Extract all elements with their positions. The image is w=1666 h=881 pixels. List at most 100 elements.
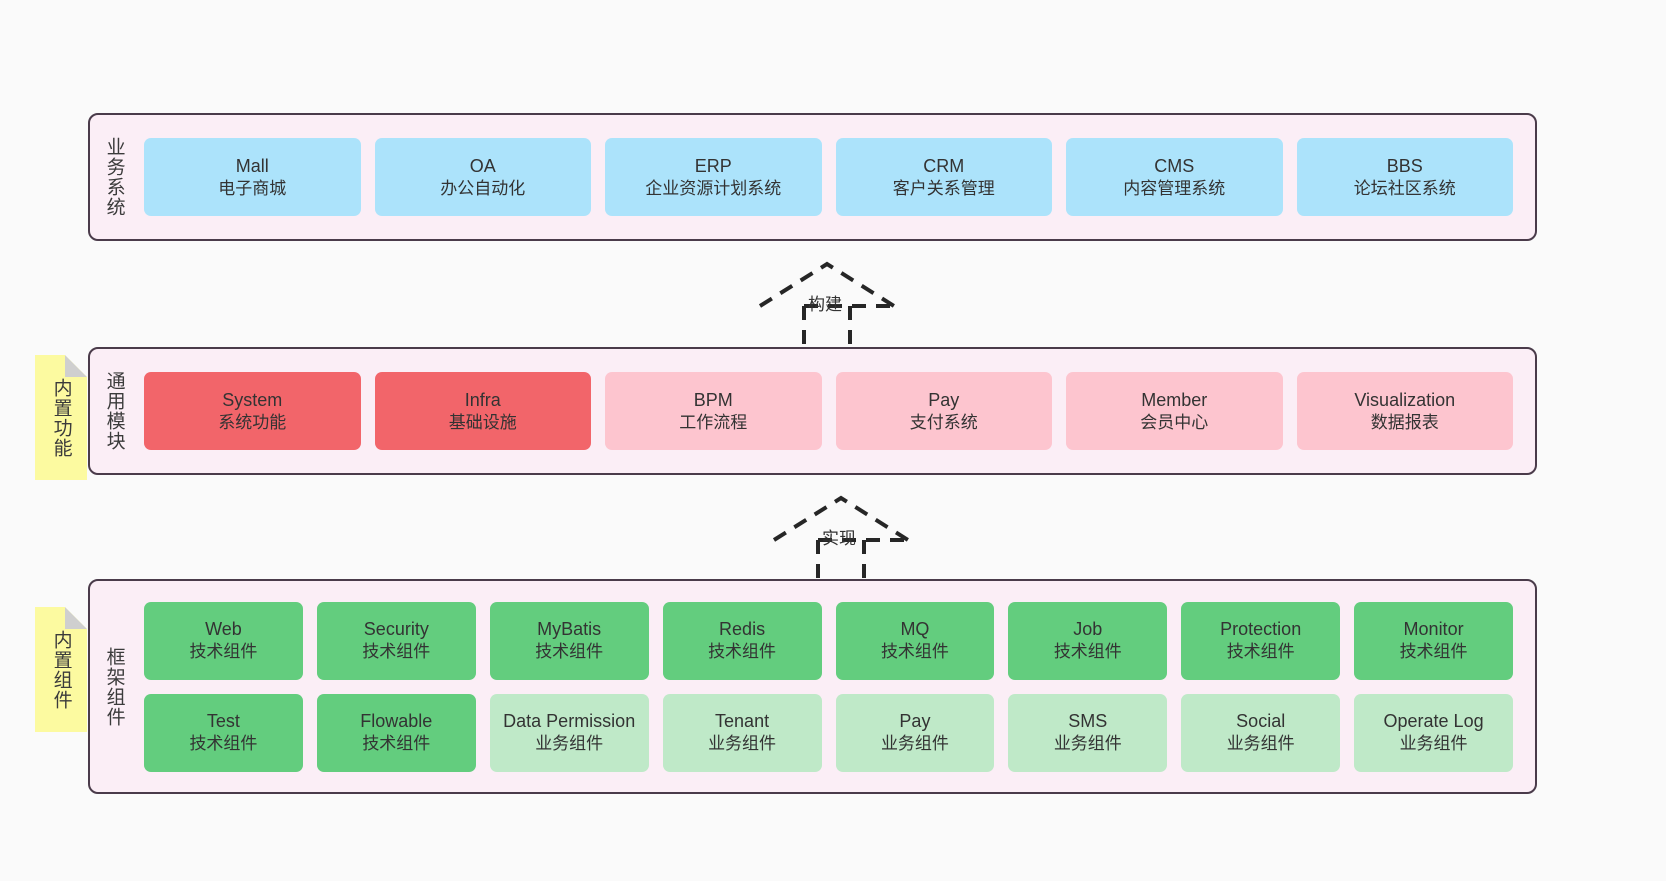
node-title: BPM	[693, 389, 733, 410]
node-title: Security	[363, 619, 429, 640]
node-data-permission[interactable]: Data Permission 业务组件	[489, 693, 649, 772]
node-subtitle: 技术组件	[362, 642, 431, 662]
layer-row: Mall 电子商城 OA 办公自动化 ERP 企业资源计划系统 CRM 客户关系…	[144, 138, 1513, 216]
node-subtitle: 内容管理系统	[1123, 178, 1226, 198]
node-title: Flowable	[360, 711, 433, 732]
node-subtitle: 会员中心	[1140, 412, 1209, 432]
node-flowable[interactable]: Flowable 技术组件	[316, 693, 476, 772]
layer-title-business-systems: 业务系统	[103, 137, 125, 217]
layer-body-business-systems: Mall 电子商城 OA 办公自动化 ERP 企业资源计划系统 CRM 客户关系…	[138, 115, 1535, 239]
node-sms[interactable]: SMS 业务组件	[1008, 693, 1168, 772]
node-job[interactable]: Job 技术组件	[1008, 601, 1168, 680]
node-subtitle: 企业资源计划系统	[645, 178, 782, 198]
layer-body-framework-components: Web 技术组件 Security 技术组件 MyBatis 技术组件 Redi…	[138, 581, 1535, 792]
node-system[interactable]: System 系统功能	[144, 372, 361, 450]
node-subtitle: 业务组件	[1053, 734, 1122, 754]
node-title: Tenant	[715, 711, 770, 732]
node-security[interactable]: Security 技术组件	[316, 601, 476, 680]
node-subtitle: 业务组件	[880, 734, 949, 754]
node-title: Infra	[464, 389, 501, 410]
note-builtin-features: 内置功能	[35, 355, 87, 480]
node-title: ERP	[694, 155, 732, 176]
node-subtitle: 客户关系管理	[892, 178, 995, 198]
node-redis[interactable]: Redis 技术组件	[662, 601, 822, 680]
node-subtitle: 技术组件	[1399, 642, 1468, 662]
layer-business-systems: 业务系统 Mall 电子商城 OA 办公自动化 ERP 企业资源计划系统 CRM…	[88, 113, 1537, 241]
folded-corner-icon	[65, 607, 87, 629]
node-bbs[interactable]: BBS 论坛社区系统	[1296, 138, 1513, 216]
note-label: 内置组件	[50, 629, 72, 710]
node-mall[interactable]: Mall 电子商城	[144, 138, 361, 216]
node-subtitle: 电子商城	[218, 178, 287, 198]
node-title: Test	[206, 711, 240, 732]
layer-title-common-modules: 通用模块	[103, 371, 125, 451]
node-title: CRM	[923, 155, 965, 176]
note-label: 内置功能	[50, 377, 72, 458]
node-subtitle: 技术组件	[362, 734, 431, 754]
node-cms[interactable]: CMS 内容管理系统	[1066, 138, 1283, 216]
node-subtitle: 技术组件	[880, 642, 949, 662]
node-title: Job	[1073, 619, 1103, 640]
node-title: MyBatis	[537, 619, 602, 640]
node-test[interactable]: Test 技术组件	[144, 693, 303, 772]
layer-common-modules: 通用模块 System 系统功能 Infra 基础设施 BPM 工作流程 Pay…	[88, 347, 1537, 475]
connector-implement-arrow: 实现	[770, 492, 912, 578]
node-subtitle: 业务组件	[1226, 734, 1295, 754]
node-subtitle: 工作流程	[679, 412, 748, 432]
node-subtitle: 业务组件	[708, 734, 777, 754]
node-operate-log[interactable]: Operate Log 业务组件	[1354, 693, 1513, 772]
node-monitor[interactable]: Monitor 技术组件	[1354, 601, 1513, 680]
node-social[interactable]: Social 业务组件	[1181, 693, 1341, 772]
node-title: Data Permission	[503, 711, 636, 732]
node-tenant[interactable]: Tenant 业务组件	[662, 693, 822, 772]
node-bpm[interactable]: BPM 工作流程	[605, 372, 822, 450]
node-title: Pay	[899, 711, 931, 732]
layer-row: Web 技术组件 Security 技术组件 MyBatis 技术组件 Redi…	[144, 601, 1513, 680]
node-title: Social	[1236, 711, 1286, 732]
connector-build-label: 构建	[808, 295, 842, 314]
node-subtitle: 技术组件	[1053, 642, 1122, 662]
node-subtitle: 数据报表	[1370, 412, 1439, 432]
node-web[interactable]: Web 技术组件	[144, 601, 303, 680]
layer-row: Test 技术组件 Flowable 技术组件 Data Permission …	[144, 693, 1513, 772]
node-subtitle: 技术组件	[189, 642, 258, 662]
node-protection[interactable]: Protection 技术组件	[1181, 601, 1341, 680]
node-title: Operate Log	[1383, 711, 1484, 732]
node-infra[interactable]: Infra 基础设施	[374, 372, 591, 450]
node-crm[interactable]: CRM 客户关系管理	[835, 138, 1052, 216]
node-member[interactable]: Member 会员中心	[1066, 372, 1283, 450]
layer-row: System 系统功能 Infra 基础设施 BPM 工作流程 Pay 支付系统…	[144, 372, 1513, 450]
node-subtitle: 系统功能	[218, 412, 287, 432]
node-title: Mall	[235, 155, 269, 176]
node-subtitle: 论坛社区系统	[1353, 178, 1456, 198]
dashed-generalization-arrow-icon	[772, 495, 910, 578]
node-title: OA	[469, 155, 496, 176]
node-subtitle: 技术组件	[708, 642, 777, 662]
node-mq[interactable]: MQ 技术组件	[835, 601, 995, 680]
node-title: CMS	[1154, 155, 1195, 176]
dashed-generalization-arrow-icon	[758, 261, 896, 344]
layer-title-framework-components: 框架组件	[103, 646, 125, 727]
node-title: Visualization	[1354, 389, 1456, 410]
node-subtitle: 技术组件	[1226, 642, 1295, 662]
node-title: Pay	[928, 389, 960, 410]
node-title: System	[222, 389, 283, 410]
node-pay-business[interactable]: Pay 业务组件	[835, 693, 995, 772]
node-oa[interactable]: OA 办公自动化	[374, 138, 591, 216]
node-mybatis[interactable]: MyBatis 技术组件	[489, 601, 649, 680]
layer-body-common-modules: System 系统功能 Infra 基础设施 BPM 工作流程 Pay 支付系统…	[138, 349, 1535, 473]
node-erp[interactable]: ERP 企业资源计划系统	[605, 138, 822, 216]
node-title: SMS	[1068, 711, 1108, 732]
node-title: Protection	[1220, 619, 1302, 640]
node-visualization[interactable]: Visualization 数据报表	[1296, 372, 1513, 450]
node-title: BBS	[1386, 155, 1423, 176]
note-builtin-components: 内置组件	[35, 607, 87, 732]
node-pay[interactable]: Pay 支付系统	[835, 372, 1052, 450]
node-subtitle: 办公自动化	[440, 178, 526, 198]
node-title: MQ	[900, 619, 930, 640]
node-subtitle: 技术组件	[189, 734, 258, 754]
node-subtitle: 基础设施	[448, 412, 517, 432]
node-title: Redis	[719, 619, 766, 640]
folded-corner-icon	[65, 355, 87, 377]
